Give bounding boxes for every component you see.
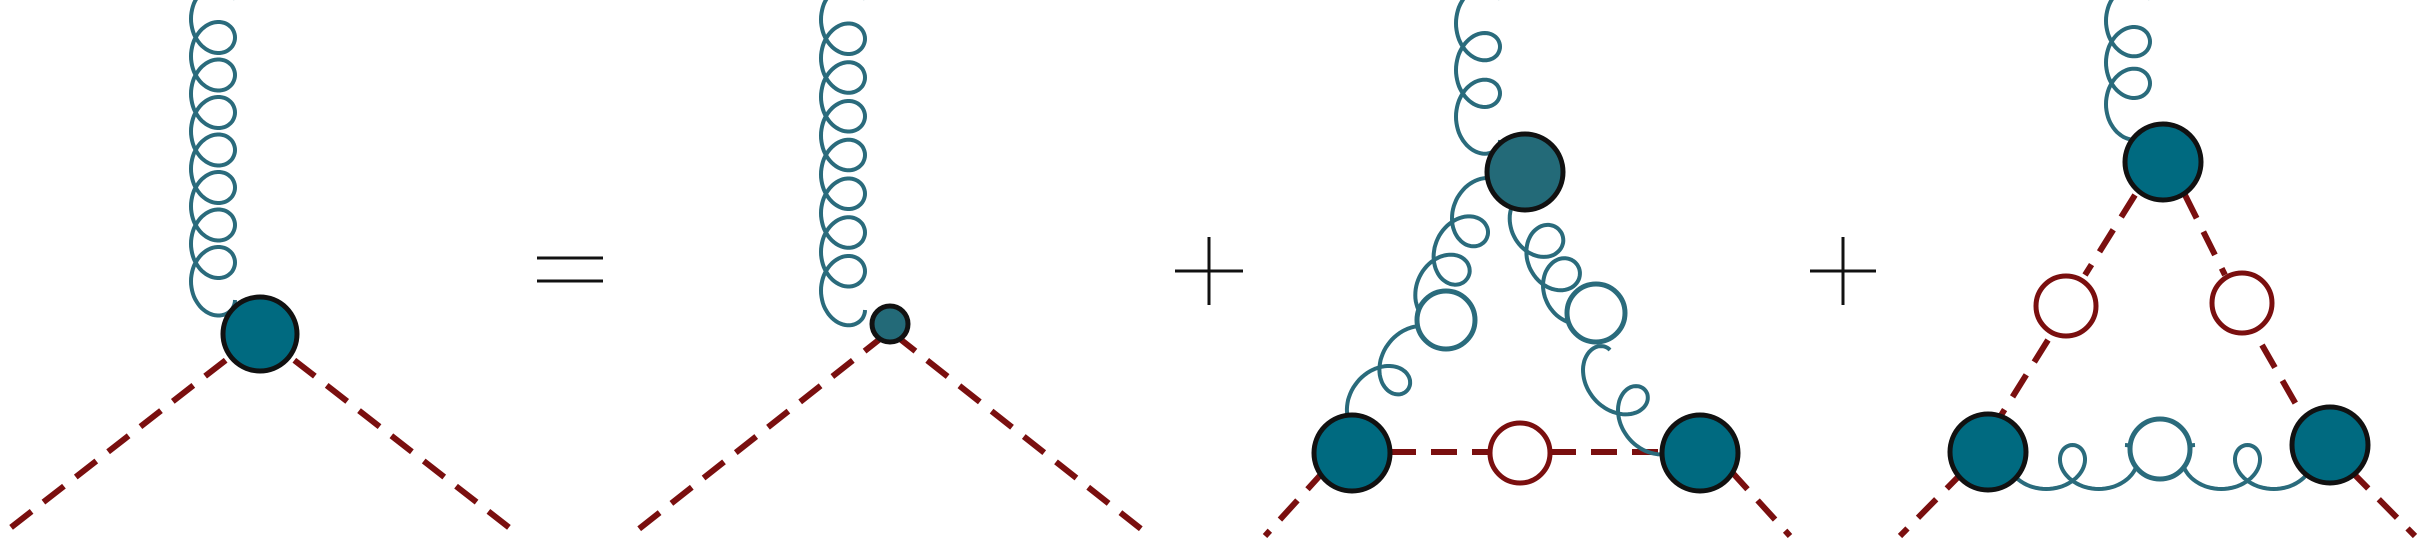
plus-sign [1810,237,1876,305]
ghost-self-energy-loop-bottom [1487,420,1553,486]
gluon-self-energy-loop-right [1564,281,1628,345]
ghost-self-energy-loop-right [2209,270,2275,336]
ghost-line-right [893,332,1152,539]
equals-sign [537,256,603,283]
ghost-line-right-lower [2259,343,2308,422]
ghost-line-right [260,332,522,539]
ghost-triangle-term [1897,0,2418,539]
ghost-line-left [628,332,887,539]
gluon-line-external [2104,0,2152,142]
bare-vertex-term [628,0,1152,539]
gluon-line-external [1454,0,1502,156]
ghost-gluon-vertex-left [1947,411,2029,493]
ghost-gluon-vertex-top [2122,121,2204,203]
ghost-self-energy-loop-left [2033,273,2099,339]
ghost-line-right-upper [2182,193,2228,277]
three-gluon-vertex-top [1484,131,1566,213]
gluon-triangle-term [1262,0,1793,539]
bare-vertex [869,303,911,345]
gluon-line-right-upper [1507,189,1599,326]
gluon-self-energy-loop-bottom [2127,416,2193,482]
gluon-line-left-upper [1413,176,1509,325]
ghost-gluon-vertex-right [2289,404,2371,486]
ghost-gluon-vertex-right [1659,412,1741,494]
gluon-line-external [819,0,867,328]
dressed-vertex [220,294,300,374]
ghost-line-left [0,332,260,539]
ghost-line-left-external [1897,467,1968,539]
gluon-line-external [189,0,237,318]
lhs-dressed-vertex [0,0,522,539]
ghost-line-left-upper [2082,193,2138,277]
ghost-gluon-vertex-left [1311,412,1393,494]
plus-sign [1175,237,1243,305]
ghost-line-left-external [1262,467,1328,539]
gluon-self-energy-loop-left [1414,288,1478,352]
ghost-line-left-lower [1992,338,2051,427]
gluon-line-right-lower [1581,344,1685,457]
ghost-line-right-external [1727,467,1793,539]
ghost-line-right-external [2347,467,2418,539]
gluon-line-bottom-right [2180,443,2315,491]
